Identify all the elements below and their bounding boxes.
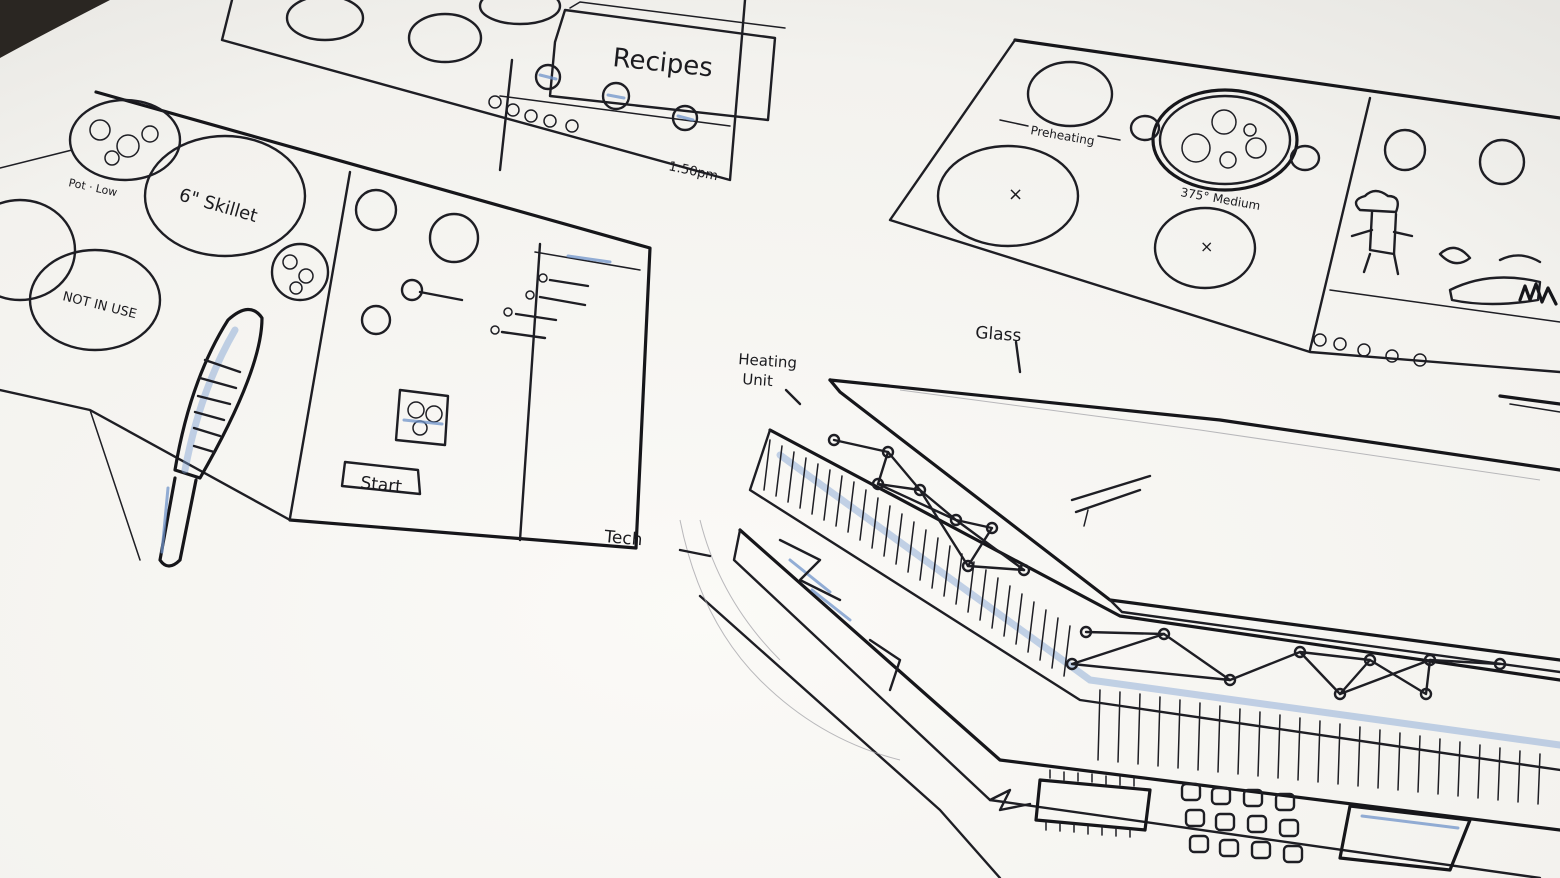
chip-component: [988, 769, 1152, 838]
annotation-tech: Tech: [603, 527, 644, 550]
chef-illustration: [1350, 189, 1558, 306]
start-button-label: Start: [359, 473, 403, 497]
heating-coils: [827, 433, 1507, 701]
button-cluster: [1180, 782, 1304, 864]
annotation-heating-unit-2: Unit: [742, 370, 774, 390]
x-mark-2: ×: [1200, 237, 1213, 256]
annotations: Glass Heating Unit Tech: [603, 323, 1022, 558]
sketch-cooktop-right: Preheating × 375° Medium ×: [888, 38, 1560, 413]
sketch-exploded-device: [679, 378, 1560, 878]
annotation-heating-unit-1: Heating: [738, 350, 798, 372]
annotation-glass: Glass: [975, 323, 1022, 346]
x-mark: ×: [1008, 184, 1023, 205]
